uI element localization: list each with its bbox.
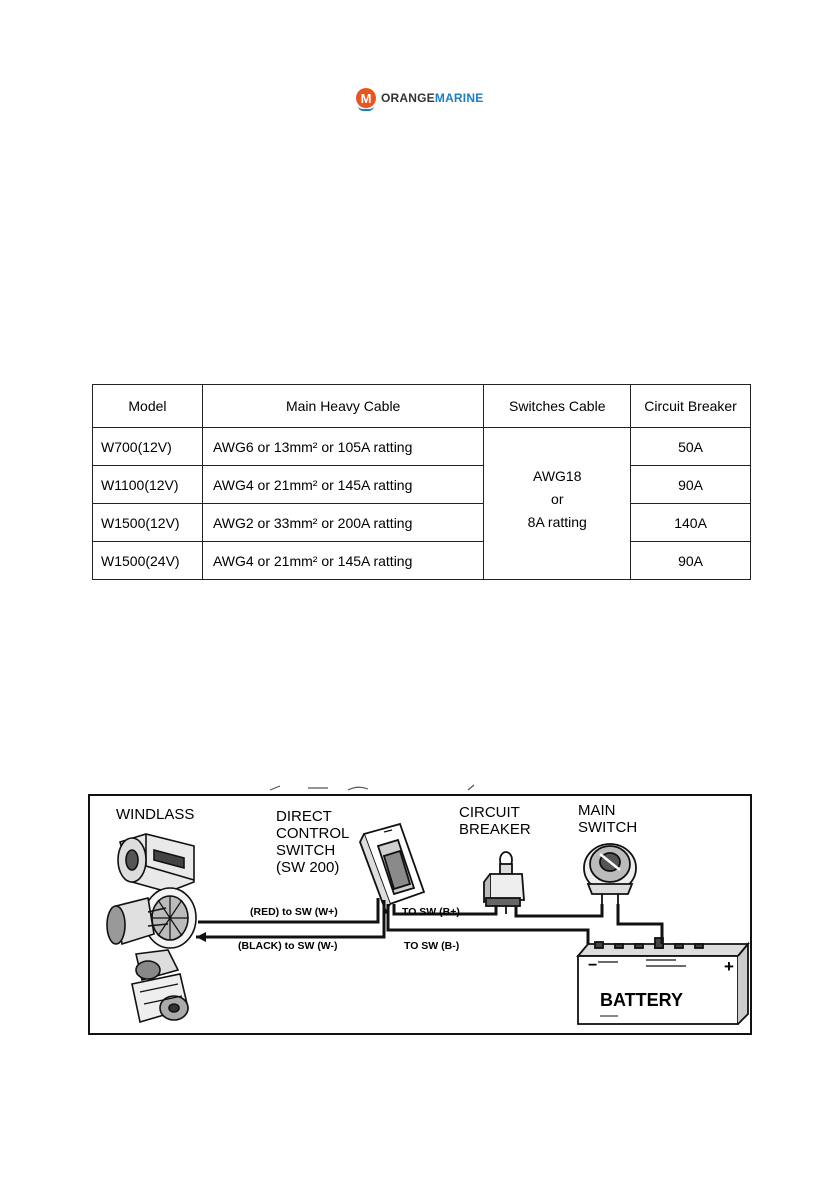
cable-spec-table: Model Main Heavy Cable Switches Cable Ci… xyxy=(92,384,751,580)
battery-plus-sign: + xyxy=(724,957,734,976)
cell-cable: AWG4 or 21mm² or 145A ratting xyxy=(201,465,485,504)
circuit-breaker-icon xyxy=(483,851,525,914)
battery-label: BATTERY xyxy=(600,990,683,1010)
cell-model: W1100(12V) xyxy=(92,465,203,504)
cell-model: W1500(12V) xyxy=(92,503,203,542)
table-row: W1100(12V) AWG4 or 21mm² or 145A ratting… xyxy=(92,465,751,504)
logo-badge-icon: M xyxy=(356,88,376,111)
header-switches-cable: Switches Cable xyxy=(483,384,632,428)
cell-cable: AWG4 or 21mm² or 145A ratting xyxy=(201,541,485,580)
logo-letter: M xyxy=(360,90,372,106)
cell-model: W700(12V) xyxy=(92,427,203,466)
black-wire-arrow-icon xyxy=(196,932,206,942)
table-header-row: Model Main Heavy Cable Switches Cable Ci… xyxy=(92,384,751,428)
scan-artifact xyxy=(269,784,475,791)
header-main-cable: Main Heavy Cable xyxy=(201,384,485,428)
switches-cable-line2: or xyxy=(551,491,564,507)
cell-breaker: 90A xyxy=(630,541,751,580)
wire-b-minus-label: TO SW (B-) xyxy=(404,940,460,952)
cell-breaker: 140A xyxy=(630,503,751,542)
table-row: W700(12V) AWG6 or 13mm² or 105A ratting … xyxy=(92,427,751,580)
header-circuit-breaker: Circuit Breaker xyxy=(630,384,751,428)
cell-breaker: 50A xyxy=(630,427,751,466)
cell-switches-cable: AWG18 or 8A ratting xyxy=(483,427,632,580)
cell-cable: AWG2 or 33mm² or 200A ratting xyxy=(201,503,485,542)
switches-cable-line1: AWG18 xyxy=(533,468,582,484)
table-row: W1500(12V) AWG2 or 33mm² or 200A ratting… xyxy=(92,503,751,542)
main-switch-icon xyxy=(583,843,637,904)
battery-minus-sign: − xyxy=(588,957,597,974)
logo-wordmark-b: MARINE xyxy=(434,91,484,105)
wire-black-label: (BLACK) to SW (W-) xyxy=(238,940,338,952)
wire-b-plus-label: TO SW (B+) xyxy=(402,906,460,918)
table-row: W1500(24V) AWG4 or 21mm² or 145A ratting… xyxy=(92,541,751,580)
wiring-diagram: − + WINDLASS DIRECT CONTROL SWITCH (SW 2… xyxy=(88,794,752,1035)
cell-model: W1500(24V) xyxy=(92,541,203,580)
header-model: Model xyxy=(92,384,203,428)
main-switch-label: MAIN SWITCH xyxy=(578,802,638,836)
switch-label: DIRECT CONTROL SWITCH (SW 200) xyxy=(276,808,350,876)
wire-red-label: (RED) to SW (W+) xyxy=(250,906,338,918)
cell-breaker: 90A xyxy=(630,465,751,504)
orangemarine-logo: M ORANGEMARINE xyxy=(356,87,483,111)
logo-wordmark: ORANGEMARINE xyxy=(381,91,483,105)
windlass-icon xyxy=(106,833,197,1024)
breaker-label: CIRCUIT BREAKER xyxy=(459,804,531,838)
windlass-label: WINDLASS xyxy=(116,806,195,823)
battery-icon xyxy=(576,937,750,1025)
wiring-lines xyxy=(196,898,664,944)
cell-cable: AWG6 or 13mm² or 105A ratting xyxy=(201,427,485,466)
switches-cable-line3: 8A ratting xyxy=(527,514,587,530)
logo-wordmark-a: ORANGE xyxy=(381,91,435,105)
